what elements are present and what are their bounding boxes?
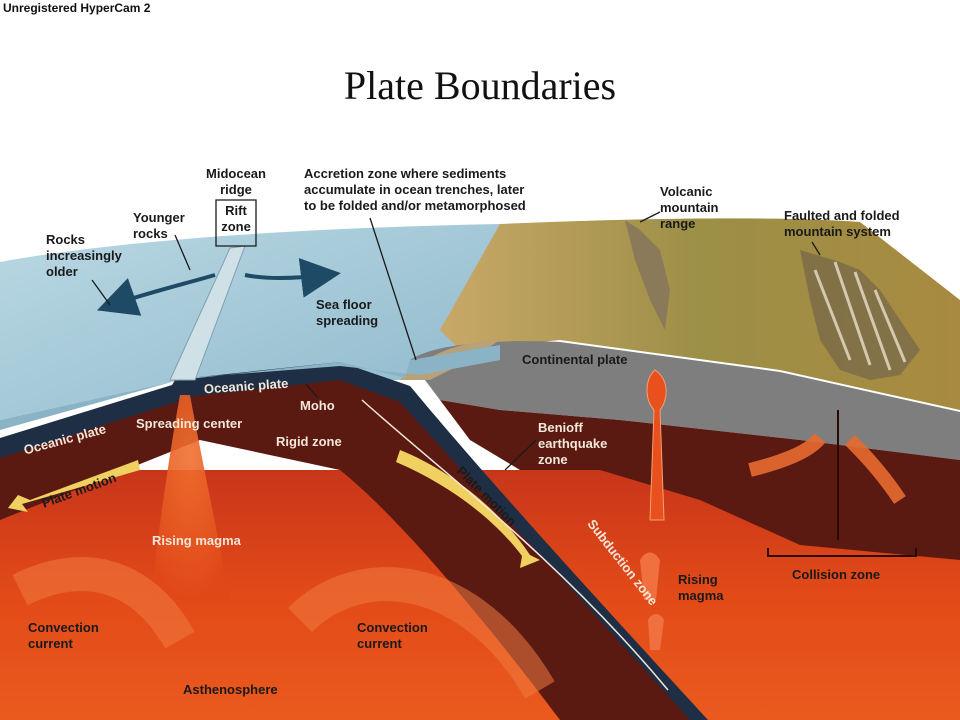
benioff-zone-line	[361, 399, 669, 691]
convection-current-mid	[287, 567, 555, 699]
label-rocks-older: Rocks	[46, 232, 85, 247]
continental-crust	[410, 341, 960, 460]
label-midocean-ridge: Midocean	[206, 166, 266, 181]
label-accretion-zone-2: accumulate in ocean trenches, later	[304, 182, 524, 197]
label-benioff-zone-3: zone	[538, 452, 568, 467]
label-faulted-mountains-2: mountain system	[784, 224, 891, 239]
volcanic-magma-conduit	[646, 369, 667, 521]
label-continental-plate: Continental plate	[522, 352, 627, 367]
label-younger-rocks: Younger	[133, 210, 185, 225]
label-rocks-older-2: increasingly	[46, 248, 123, 263]
sea-floor-spreading-arrow-right	[244, 258, 341, 298]
label-convection-current-left-2: current	[28, 636, 73, 651]
oceanic-lithosphere	[0, 372, 700, 720]
label-collision-zone: Collision zone	[792, 567, 880, 582]
label-rising-magma-right-2: magma	[678, 588, 724, 603]
leader-younger-rocks	[174, 234, 191, 271]
page-title: Plate Boundaries	[343, 63, 617, 108]
leader-faulted	[811, 241, 821, 256]
label-oceanic-plate-mid: Oceanic plate	[203, 376, 288, 397]
continental-lithosphere	[440, 400, 960, 560]
spreading-magma-plume	[150, 395, 230, 600]
fault-ridge-lines	[813, 261, 907, 371]
label-benioff-zone-2: earthquake	[538, 436, 607, 451]
faulted-mountains	[800, 250, 920, 380]
label-accretion-zone: Accretion zone where sediments	[304, 166, 506, 181]
collision-convection-left	[748, 433, 826, 477]
label-convection-current-left: Convection	[28, 620, 99, 635]
label-convection-current-mid-2: current	[357, 636, 402, 651]
label-volcanic-range-3: range	[660, 216, 695, 231]
label-rocks-older-3: older	[46, 264, 78, 279]
label-accretion-zone-3: to be folded and/or metamorphosed	[304, 198, 526, 213]
label-midocean-ridge-2: ridge	[220, 182, 252, 197]
label-volcanic-range-2: mountain	[660, 200, 719, 215]
leader-rift-zone	[215, 199, 257, 247]
rising-magma-blobs	[640, 552, 664, 650]
label-younger-rocks-2: rocks	[133, 226, 168, 241]
ocean-water-face	[0, 345, 500, 430]
leader-accretion	[369, 217, 417, 361]
label-sea-floor-spreading-2: spreading	[316, 313, 378, 328]
convection-current-left	[12, 557, 195, 649]
label-rising-magma-left: Rising magma	[152, 533, 242, 548]
leader-benioff	[504, 439, 537, 471]
watermark-text: Unregistered HyperCam 2	[3, 1, 151, 15]
collision-zone-bracket	[767, 548, 917, 557]
label-asthenosphere: Asthenosphere	[183, 682, 278, 697]
sea-floor-spreading-arrow-left	[96, 273, 216, 316]
plate-motion-arrow-right	[396, 450, 540, 568]
label-benioff-zone: Benioff	[538, 420, 583, 435]
leader-volcanic	[639, 211, 661, 223]
ocean-surface	[0, 224, 500, 420]
label-faulted-mountains: Faulted and folded	[784, 208, 900, 223]
volcanic-range	[625, 220, 670, 330]
label-moho: Moho	[300, 398, 335, 413]
label-rift-zone: Rift	[225, 203, 247, 218]
leader-rocks-older	[91, 279, 111, 306]
collision-convection-right	[845, 435, 906, 504]
label-sea-floor-spreading: Sea floor	[316, 297, 372, 312]
leader-moho	[305, 383, 319, 399]
label-rigid-zone: Rigid zone	[276, 434, 342, 449]
label-convection-current-mid: Convection	[357, 620, 428, 635]
label-volcanic-range: Volcanic	[660, 184, 713, 199]
label-spreading-center: Spreading center	[136, 416, 242, 431]
label-rift-zone-2: zone	[221, 219, 251, 234]
plate-motion-arrow-left	[8, 460, 140, 512]
label-rising-magma-right: Rising	[678, 572, 718, 587]
